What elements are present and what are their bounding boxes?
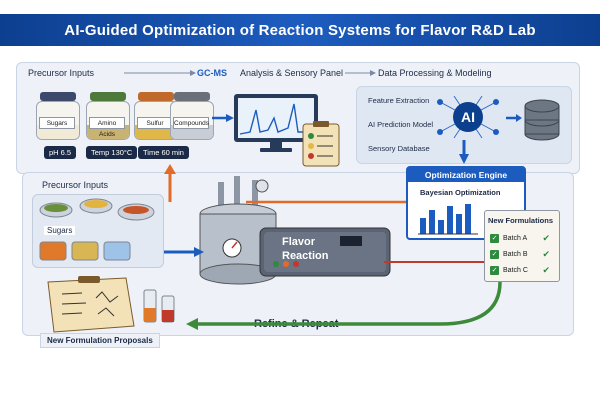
checkbox-icon: ✓	[490, 250, 499, 259]
database-icon	[524, 99, 560, 141]
ingredient-bowls-icon	[39, 198, 155, 261]
condition-ph: pH 6.5	[44, 146, 77, 159]
data-processing-label: Data Processing & Modeling	[378, 68, 492, 78]
jar-sugars: Sugars	[36, 92, 80, 140]
jar-amino-acids-label: Amino Acids	[89, 117, 125, 138]
analysis-panel-label: Analysis & Sensory Panel	[240, 68, 344, 78]
batch-a-label: Batch A	[503, 235, 528, 242]
title-banner: AI-Guided Optimization of Reaction Syste…	[0, 14, 600, 46]
batch-c-label: Batch C	[503, 267, 528, 274]
batch-b-row: ✓ Batch B ✔	[490, 248, 550, 261]
formulation-clipboard-icon	[47, 276, 135, 333]
precursor-inputs-mid-label: Precursor Inputs	[42, 180, 109, 190]
check-mark-icon: ✔	[542, 233, 550, 243]
check-mark-icon: ✔	[542, 249, 550, 259]
checkbox-icon: ✓	[490, 266, 499, 275]
sensory-clipboard-icon	[302, 121, 340, 167]
checkbox-icon: ✓	[490, 234, 499, 243]
jar-amino-acids: Amino Acids	[86, 92, 130, 140]
reactor-label-line2: Reaction	[282, 250, 329, 262]
page-title: AI-Guided Optimization of Reaction Syste…	[64, 21, 536, 39]
ai-badge: AI	[461, 109, 475, 125]
condition-temp: Temp 130°C	[86, 146, 138, 159]
precursor-inputs-top-label: Precursor Inputs	[28, 68, 95, 78]
batch-c-row: ✓ Batch C ✔	[490, 264, 550, 277]
optimization-engine-title: Optimization Engine	[408, 168, 524, 182]
condition-time: Time 60 min	[138, 146, 189, 159]
bullet-ai-prediction-model: AI Prediction Model	[368, 120, 434, 129]
new-formulations-title: New Formulations	[488, 216, 554, 225]
bayesian-label: Bayesian Optimization	[420, 188, 501, 197]
jar-compounds: Compounds	[170, 92, 214, 140]
sample-flasks-icon	[143, 289, 175, 323]
gcms-monitor-icon	[234, 94, 318, 152]
flavor-reactor-icon	[199, 176, 391, 285]
bayesian-bar-chart-icon	[418, 204, 478, 235]
reactor-label-line1: Flavor	[282, 236, 316, 248]
batch-a-row: ✓ Batch A ✔	[490, 232, 550, 245]
ai-network-icon	[437, 95, 499, 139]
jar-compounds-label: Compounds	[173, 117, 209, 129]
proposals-label: New Formulation Proposals	[40, 333, 160, 348]
batch-b-label: Batch B	[503, 251, 528, 258]
gcms-label: GC-MS	[197, 68, 227, 78]
check-mark-icon: ✔	[542, 265, 550, 275]
bowls-sugars-label: Sugars	[44, 226, 76, 235]
bullet-feature-extraction: Feature Extraction	[368, 96, 430, 105]
jar-sugars-label: Sugars	[39, 117, 75, 129]
bullet-sensory-database: Sensory Database	[368, 144, 430, 153]
